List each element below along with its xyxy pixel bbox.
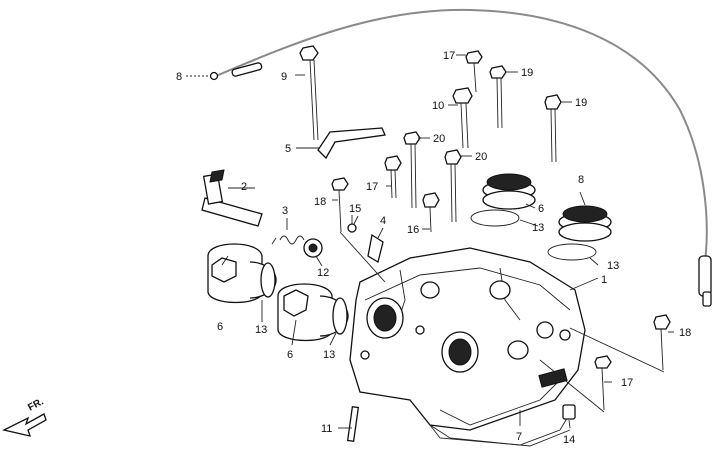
callout-9: 9 xyxy=(281,71,287,83)
plug-cap-left xyxy=(207,243,277,304)
bolt-17-bottom xyxy=(594,355,612,411)
callout-13-mid: 13 xyxy=(323,349,335,361)
callout-8-cable: 8 xyxy=(176,71,182,83)
dowel-14 xyxy=(562,404,576,420)
callout-13-right: 13 xyxy=(607,260,619,272)
bolt-17-mid xyxy=(384,155,402,199)
callout-2: 2 xyxy=(241,181,247,193)
callout-19-top: 19 xyxy=(521,67,533,79)
spring xyxy=(271,235,305,245)
plug-cap-upper-right-b xyxy=(547,205,612,261)
callout-17-mid: 17 xyxy=(366,181,378,193)
bolt-15 xyxy=(347,215,357,233)
callout-18-left: 18 xyxy=(314,196,326,208)
oil-seal-core xyxy=(308,243,318,253)
callout-17-bottom: 17 xyxy=(621,377,633,389)
callout-6-left: 6 xyxy=(217,321,223,333)
bolt-9 xyxy=(299,45,319,141)
leader-lines xyxy=(221,54,674,429)
callout-18-right: 18 xyxy=(679,327,691,339)
callout-8-right: 8 xyxy=(578,174,584,186)
bolt-19-top xyxy=(489,65,507,129)
bolt-17-top xyxy=(465,50,483,93)
decompressor-shaft xyxy=(201,169,263,227)
bolt-19-right xyxy=(544,94,562,163)
callout-16: 16 xyxy=(407,224,419,236)
callout-14: 14 xyxy=(563,434,575,446)
callout-17-top: 17 xyxy=(443,50,455,62)
callout-4: 4 xyxy=(380,215,386,227)
callout-19-right: 19 xyxy=(575,97,587,109)
bolt-10 xyxy=(452,87,473,149)
callout-6-mid: 6 xyxy=(287,349,293,361)
bolt-18-right xyxy=(653,314,671,371)
callouts: 8 9 5 17 19 10 19 20 20 17 2 18 3 15 4 1… xyxy=(176,50,691,446)
callout-13-upper: 13 xyxy=(532,222,544,234)
callout-6-upper: 6 xyxy=(538,203,544,215)
callout-11: 11 xyxy=(321,423,332,435)
callout-3: 3 xyxy=(282,205,288,217)
bolt-18-left xyxy=(331,177,349,233)
callout-1: 1 xyxy=(601,274,607,286)
bolt-20-a xyxy=(403,131,421,209)
dowel-pin-11 xyxy=(346,406,360,442)
plug-cap-upper-right-a xyxy=(470,173,536,227)
bolt-16 xyxy=(422,192,440,233)
cable-bracket xyxy=(317,127,386,160)
callout-15: 15 xyxy=(349,203,361,215)
callout-5: 5 xyxy=(285,143,291,155)
front-label: FR. xyxy=(26,396,46,413)
callout-7: 7 xyxy=(516,431,522,443)
plug-cap-mid xyxy=(277,283,349,342)
cable xyxy=(186,8,712,307)
head-gasket xyxy=(429,424,571,447)
cylinder-head xyxy=(349,247,586,446)
bolt-20-b xyxy=(444,149,462,223)
callout-20-a: 20 xyxy=(433,133,445,145)
callout-13-left: 13 xyxy=(255,324,267,336)
callout-12: 12 xyxy=(317,267,329,279)
callout-10: 10 xyxy=(432,100,444,112)
front-direction-arrow: FR. xyxy=(2,396,47,437)
decompressor-arm xyxy=(367,233,384,264)
callout-20-b: 20 xyxy=(475,151,487,163)
